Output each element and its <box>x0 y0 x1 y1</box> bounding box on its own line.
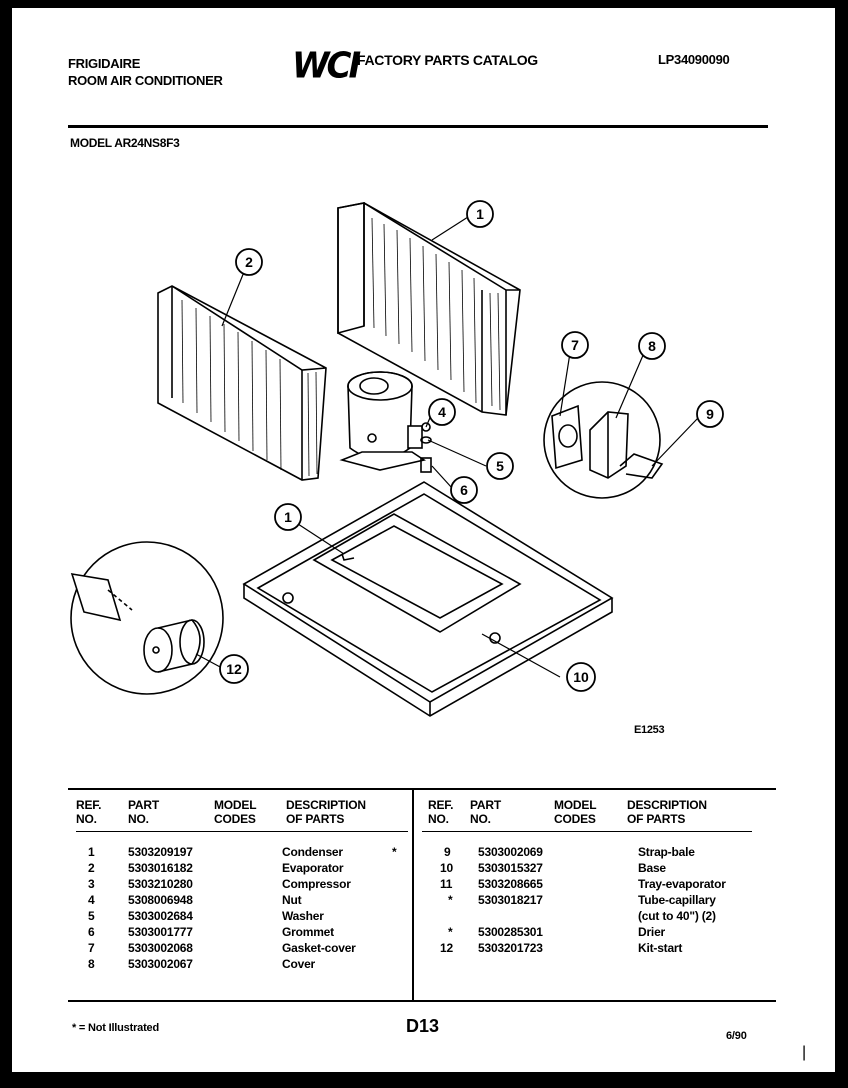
terminal-cover <box>589 411 629 479</box>
header-rule <box>68 125 768 128</box>
start-kit <box>70 572 205 673</box>
svg-text:8: 8 <box>648 338 656 354</box>
callout-8: 8 <box>638 332 666 360</box>
svg-text:9: 9 <box>706 406 714 422</box>
strap-bale <box>619 453 664 479</box>
gasket-cover <box>551 404 583 470</box>
revision-date: 6/90 <box>726 1030 747 1042</box>
exploded-parts-diagram: 1 2 4 5 6 7 8 9 1 10 12 <box>70 200 724 717</box>
svg-text:5: 5 <box>496 458 504 474</box>
callout-6: 6 <box>450 476 478 504</box>
svg-text:1: 1 <box>476 206 484 222</box>
washer <box>420 436 432 444</box>
callout-7: 7 <box>561 331 589 359</box>
compressor <box>339 371 426 471</box>
svg-text:2: 2 <box>245 254 253 270</box>
not-illustrated-note: * = Not Illustrated <box>72 1022 159 1034</box>
callout-12: 12 <box>219 654 249 684</box>
detail-bubble-cover <box>543 381 661 499</box>
svg-text:1: 1 <box>284 509 292 525</box>
corner-mark: | <box>802 1044 807 1061</box>
callout-2: 2 <box>235 248 263 276</box>
detail-bubble-start-kit <box>70 541 224 695</box>
callout-10: 10 <box>566 662 596 692</box>
left-header-rule <box>76 831 408 832</box>
svg-text:4: 4 <box>438 404 446 420</box>
not-illustrated-star: * <box>392 845 397 859</box>
product-name: ROOM AIR CONDITIONER <box>68 73 223 88</box>
callout-1b: 1 <box>274 503 302 531</box>
wci-logo: WCI <box>292 45 361 87</box>
svg-text:6: 6 <box>460 482 468 498</box>
table-bottom-rule <box>68 1000 776 1002</box>
svg-text:10: 10 <box>573 669 589 685</box>
right-header-rule <box>422 831 752 832</box>
table-divider <box>412 790 414 1000</box>
callout-1: 1 <box>466 200 494 228</box>
brand-name: FRIGIDAIRE <box>68 56 141 71</box>
catalog-title: FACTORY PARTS CATALOG <box>357 52 538 68</box>
callout-5: 5 <box>486 452 514 480</box>
figure-id: E1253 <box>634 724 665 736</box>
model-line: MODEL AR24NS8F3 <box>70 136 180 150</box>
table-top-rule <box>68 788 776 790</box>
nut <box>421 422 431 432</box>
evaporator-coil <box>157 285 327 481</box>
svg-text:12: 12 <box>226 661 242 677</box>
callout-4: 4 <box>428 398 456 426</box>
svg-text:7: 7 <box>571 337 579 353</box>
grommet <box>420 457 432 473</box>
page-number: D13 <box>406 1016 440 1036</box>
callout-9: 9 <box>696 400 724 428</box>
catalog-page: FRIGIDAIRE ROOM AIR CONDITIONER WCI FACT… <box>12 8 835 1072</box>
evaporator-tray <box>312 513 522 633</box>
header-ref-right: REF.NO. <box>428 798 454 826</box>
catalog-number: LP34090090 <box>658 52 730 67</box>
header-ref-left: REF.NO. <box>76 798 102 826</box>
condenser-coil <box>337 202 521 416</box>
